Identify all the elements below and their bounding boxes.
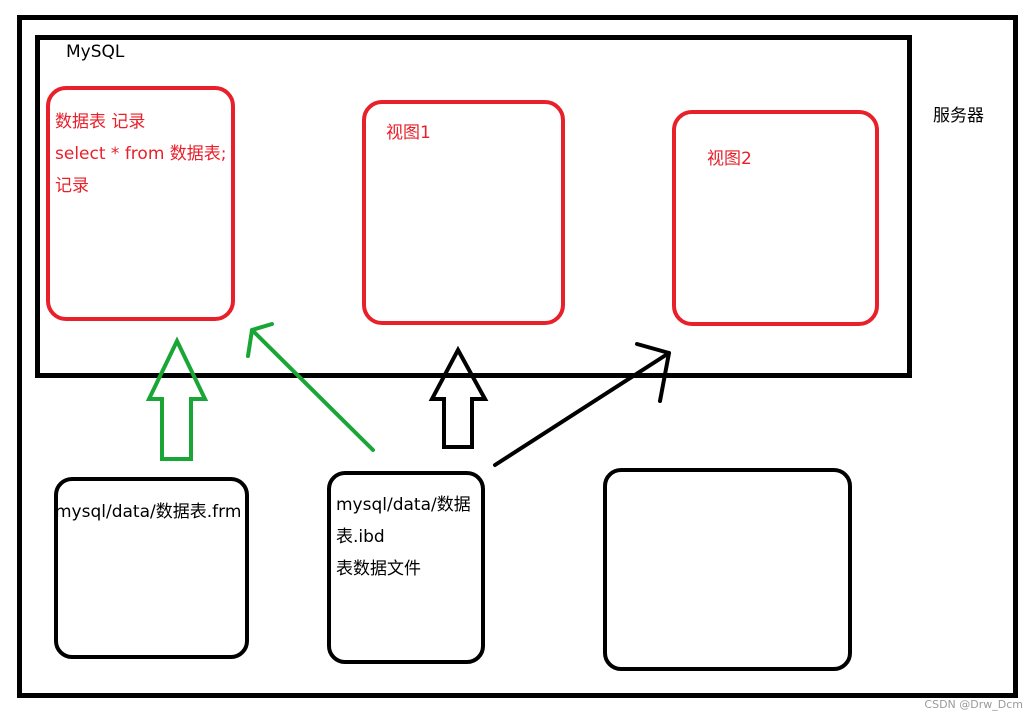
- view1-box: [362, 100, 565, 325]
- server-label: 服务器: [933, 106, 984, 126]
- table-box-line2: select * from 数据表;: [55, 144, 227, 164]
- table-box-line3: 记录: [55, 176, 89, 196]
- black-up-block-arrow: [428, 345, 489, 449]
- ibd-file-line2: 表.ibd: [336, 527, 385, 547]
- table-box: [46, 86, 235, 321]
- green-up-block-arrow: [145, 336, 209, 461]
- ibd-file-box: [327, 471, 485, 664]
- server-frame: [17, 15, 1018, 698]
- green-diagonal-arrow: [246, 322, 375, 452]
- mysql-title: MySQL: [66, 42, 125, 62]
- ibd-file-line3: 表数据文件: [336, 559, 421, 579]
- watermark: CSDN @Drw_Dcm: [924, 698, 1023, 711]
- frm-file-label: mysql/data/数据表.frm: [55, 502, 242, 522]
- table-box-line1: 数据表 记录: [55, 112, 146, 132]
- frm-file-box: [54, 477, 249, 659]
- black-diagonal-arrow: [493, 342, 671, 467]
- view2-box: [672, 110, 879, 326]
- empty-file-box: [603, 468, 852, 671]
- view2-label: 视图2: [707, 149, 752, 169]
- ibd-file-line1: mysql/data/数据: [336, 495, 471, 515]
- view1-label: 视图1: [386, 123, 431, 143]
